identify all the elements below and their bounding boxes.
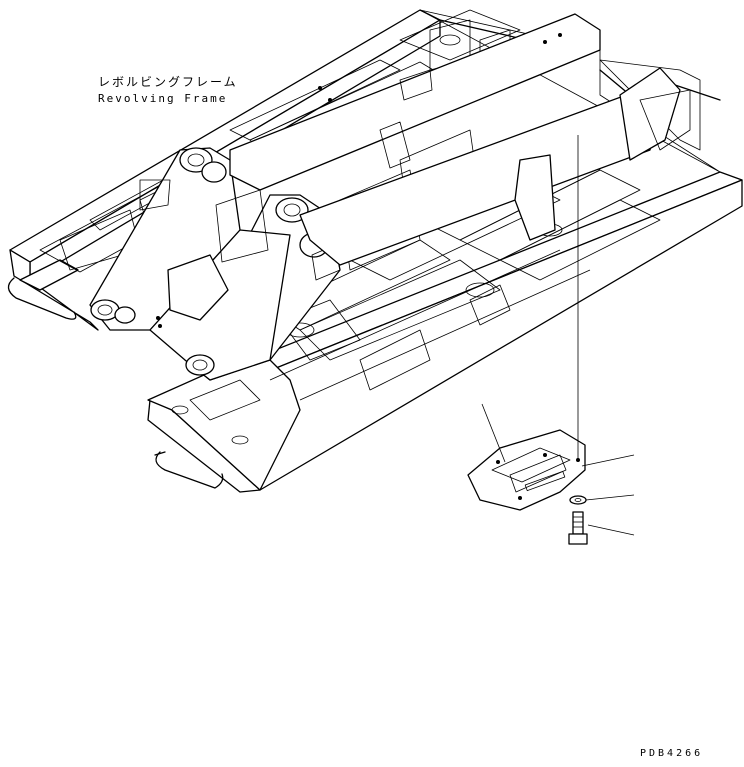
part-label-japanese: レボルビングフレーム: [98, 75, 238, 89]
undercover-plate: [467, 429, 586, 511]
boom-foot-brackets: [89, 147, 341, 381]
washer: [569, 495, 587, 505]
bolt: [568, 511, 588, 545]
part-label-english: Revolving Frame: [98, 92, 228, 105]
leader-lines: [481, 135, 635, 536]
center-girders: [229, 13, 691, 266]
drawing-code: PDB4266: [640, 748, 704, 759]
